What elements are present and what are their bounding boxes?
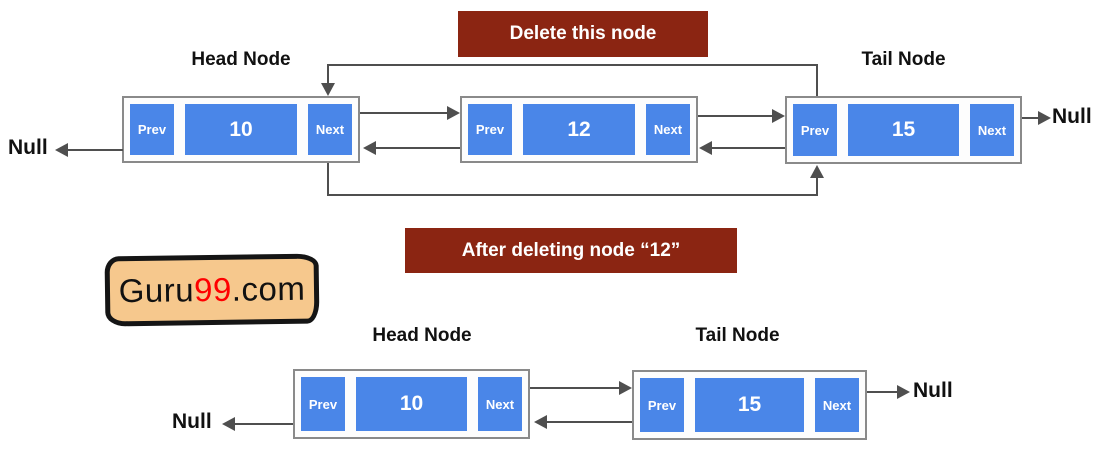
head-node-label-top: Head Node bbox=[191, 49, 291, 70]
arrow-head-tail-next-to-null-bottom-icon bbox=[897, 385, 910, 399]
prev-pointer-cell: Prev bbox=[793, 104, 837, 156]
prev-pointer-cell: Prev bbox=[640, 378, 684, 432]
bypass-top-line-right-segment bbox=[816, 64, 818, 96]
bypass-bottom-line-right-segment bbox=[816, 178, 818, 196]
node-head-top: Prev 10 Next bbox=[122, 96, 360, 163]
next-pointer-cell: Next bbox=[815, 378, 859, 432]
arrow-head-tail-prev-to-head-bottom-icon bbox=[534, 415, 547, 429]
null-right-label-bottom: Null bbox=[913, 379, 953, 402]
head-node-label-bottom: Head Node bbox=[372, 325, 472, 346]
node-value-cell: 10 bbox=[356, 377, 467, 431]
arrow-line-head-next-to-tail-bottom bbox=[530, 387, 619, 389]
next-pointer-cell: Next bbox=[478, 377, 522, 431]
arrow-head-prev-to-null-bottom-icon bbox=[222, 417, 235, 431]
node-tail-bottom: Prev 15 Next bbox=[632, 370, 867, 440]
arrow-head-prev-to-null-icon bbox=[55, 143, 68, 157]
arrow-head-head-next-to-12-icon bbox=[447, 106, 460, 120]
bypass-bottom-line-left-segment bbox=[327, 163, 329, 196]
arrow-line-12-next-to-tail bbox=[698, 115, 772, 117]
banner-delete-this-node: Delete this node bbox=[458, 11, 708, 57]
bypass-bottom-line-horizontal bbox=[327, 194, 818, 196]
bypass-top-line-left-segment bbox=[327, 64, 329, 84]
bypass-top-line-horizontal bbox=[327, 64, 818, 66]
arrow-head-12-prev-to-head-icon bbox=[363, 141, 376, 155]
tail-node-label-bottom: Tail Node bbox=[695, 325, 780, 346]
arrow-head-head-next-to-tail-icon bbox=[810, 165, 824, 178]
next-pointer-cell: Next bbox=[646, 104, 690, 155]
logo-text-com: .com bbox=[231, 269, 306, 308]
prev-pointer-cell: Prev bbox=[468, 104, 512, 155]
arrow-head-tail-prev-to-12-icon bbox=[699, 141, 712, 155]
logo-text-guru: Guru bbox=[118, 271, 195, 310]
logo-text-99: 99 bbox=[193, 270, 233, 309]
arrow-line-tail-prev-to-head-bottom bbox=[547, 421, 632, 423]
arrow-line-prev-to-null bbox=[68, 149, 123, 151]
arrow-head-tail-prev-to-head-icon bbox=[321, 83, 335, 96]
node-value-cell: 10 bbox=[185, 104, 297, 155]
arrow-line-tail-next-to-null-bottom bbox=[867, 391, 897, 393]
arrow-line-prev-to-null-bottom bbox=[235, 423, 293, 425]
null-left-label-top: Null bbox=[8, 136, 48, 159]
prev-pointer-cell: Prev bbox=[130, 104, 174, 155]
node-middle-top: Prev 12 Next bbox=[460, 96, 698, 163]
null-right-label-top: Null bbox=[1052, 105, 1092, 128]
banner-after-deleting-node-12: After deleting node “12” bbox=[405, 228, 737, 273]
node-value-cell: 12 bbox=[523, 104, 635, 155]
tail-node-label-top: Tail Node bbox=[861, 49, 946, 70]
arrow-line-head-next-to-12 bbox=[360, 112, 447, 114]
arrow-head-12-next-to-tail-icon bbox=[772, 109, 785, 123]
node-value-cell: 15 bbox=[695, 378, 804, 432]
arrow-line-tail-next-to-null bbox=[1022, 117, 1038, 119]
node-head-bottom: Prev 10 Next bbox=[293, 369, 530, 439]
arrow-line-tail-prev-to-12 bbox=[712, 147, 785, 149]
prev-pointer-cell: Prev bbox=[301, 377, 345, 431]
arrow-head-tail-next-to-null-icon bbox=[1038, 111, 1051, 125]
next-pointer-cell: Next bbox=[308, 104, 352, 155]
node-tail-top: Prev 15 Next bbox=[785, 96, 1022, 164]
next-pointer-cell: Next bbox=[970, 104, 1014, 156]
arrow-head-head-next-to-tail-bottom-icon bbox=[619, 381, 632, 395]
arrow-line-12-prev-to-head bbox=[376, 147, 460, 149]
node-value-cell: 15 bbox=[848, 104, 959, 156]
null-left-label-bottom: Null bbox=[172, 410, 212, 433]
